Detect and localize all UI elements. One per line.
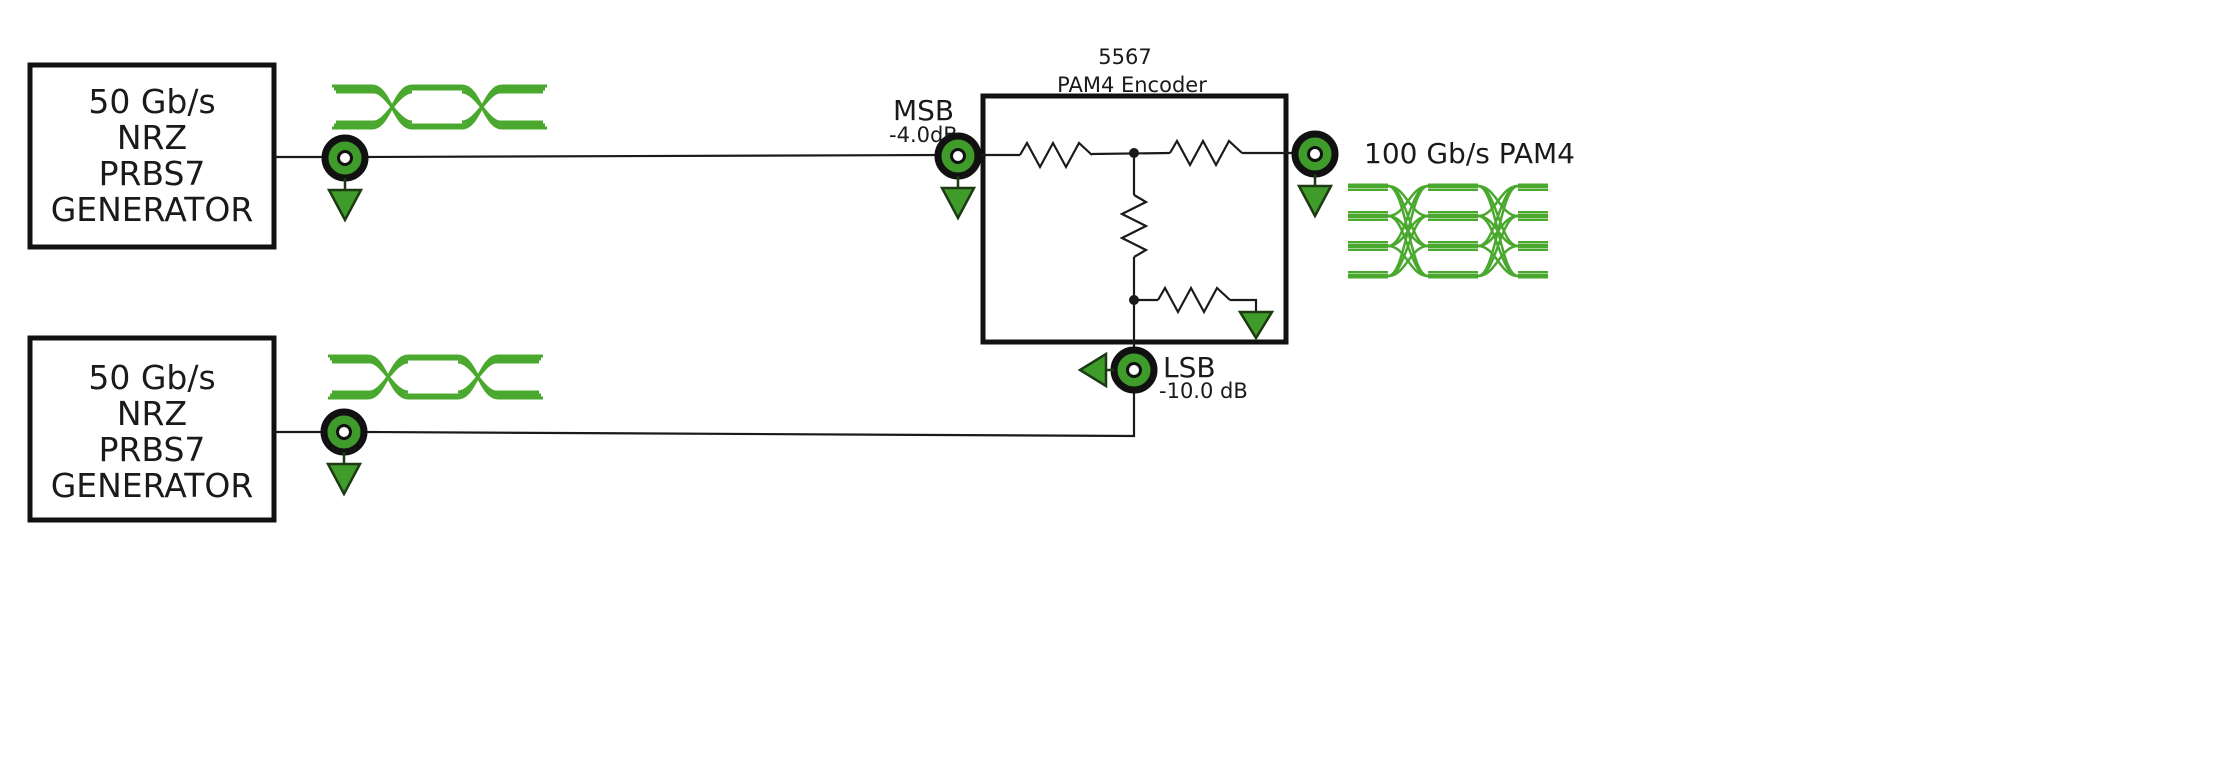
pam4-eye-diagram-icon <box>1348 183 1548 279</box>
resistor-icon <box>1119 194 1149 258</box>
msb-label: MSB <box>893 94 954 127</box>
coax-connector-icon <box>1114 350 1154 390</box>
ground-triangle-icon <box>1077 351 1114 389</box>
generator-2: 50 Gb/s NRZ PRBS7 GENERATOR <box>27 335 277 523</box>
generator-2-line-4: GENERATOR <box>51 466 254 505</box>
ground-triangle-icon <box>1297 172 1333 218</box>
ground-triangle-icon <box>326 450 362 496</box>
generator-2-line-2: NRZ <box>117 394 187 433</box>
generator-2-box <box>27 335 277 523</box>
resistor-icon <box>1019 140 1093 170</box>
wire-msb <box>365 153 939 159</box>
resistor-icon <box>1157 285 1231 315</box>
generator-1-line-3: PRBS7 <box>99 154 206 193</box>
ground-triangle-icon <box>940 174 976 220</box>
output-label: 100 Gb/s PAM4 <box>1364 137 1575 170</box>
nrz-eye-diagram-icon <box>326 354 545 400</box>
generator-1-line-2: NRZ <box>117 118 187 157</box>
nrz-eye-diagram-icon <box>330 84 549 130</box>
ground-triangle-icon <box>327 176 363 222</box>
generator-1-line-1: 50 Gb/s <box>88 82 215 121</box>
wire-lsb <box>365 390 1136 438</box>
resistor-icon <box>1169 138 1243 168</box>
generator-1-line-4: GENERATOR <box>51 190 254 229</box>
coax-connector-icon <box>325 138 365 178</box>
generator-2-line-1: 50 Gb/s <box>88 358 215 397</box>
encoder-wire-shunt-ground <box>1230 298 1258 312</box>
lsb-label: LSB <box>1163 351 1216 384</box>
coax-connector-icon <box>938 136 978 176</box>
pam4-encoder: 5567 PAM4 Encoder <box>978 45 1296 355</box>
encoder-name: PAM4 Encoder <box>1057 73 1207 97</box>
generator-1: 50 Gb/s NRZ PRBS7 GENERATOR <box>27 62 277 250</box>
ground-triangle-icon <box>1237 310 1275 341</box>
encoder-part-number: 5567 <box>1098 45 1151 69</box>
generator-2-line-3: PRBS7 <box>99 430 206 469</box>
lsb-attenuation: -10.0 dB <box>1159 379 1248 403</box>
coax-connector-icon <box>1295 134 1335 174</box>
coax-connector-icon <box>324 412 364 452</box>
generator-1-box <box>27 62 277 250</box>
